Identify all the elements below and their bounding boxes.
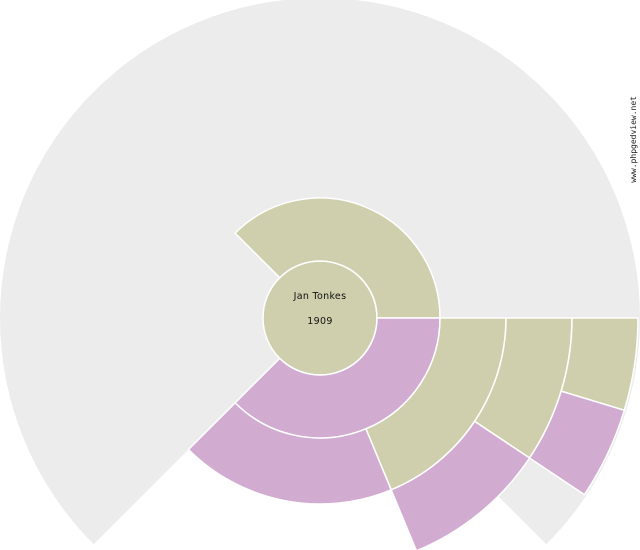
watermark: www.phpgedview.net <box>629 96 638 183</box>
person-dates: 1909 <box>307 316 332 327</box>
person-mm[interactable] <box>187 401 393 505</box>
person-mfm[interactable] <box>390 420 531 550</box>
person-mffm[interactable] <box>528 390 626 496</box>
person-father[interactable] <box>234 197 441 319</box>
person-name: Jan Tonkes <box>293 291 347 302</box>
